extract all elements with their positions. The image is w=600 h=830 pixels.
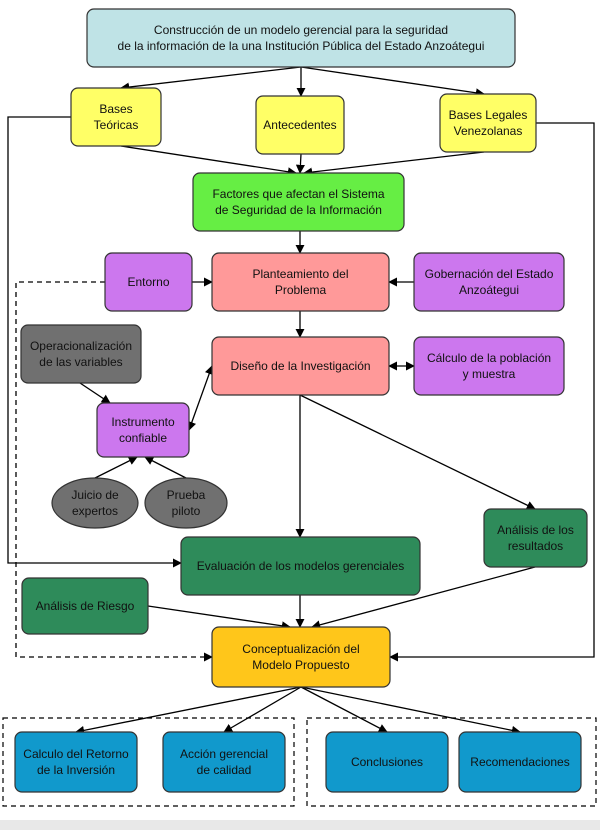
node-instrumento: Instrumento confiable — [96, 402, 190, 458]
title-label-2: de la información de la una Institución … — [118, 39, 485, 53]
calculo-retorno-label-2: de la Inversión — [37, 763, 115, 777]
edge-analisis-riesgo-conceptualizacion — [147, 605, 291, 631]
bases-legales-label-1: Bases Legales — [449, 108, 528, 122]
edge-bases-legales-factores — [303, 151, 485, 177]
gobernacion-label-2: Anzoátegui — [459, 283, 519, 297]
node-analisis-resultados: Análisis de los resultados — [483, 508, 588, 568]
edge-bases-teoricas-factores — [120, 145, 297, 177]
edge-prueba-instrumento — [144, 456, 187, 479]
edge-antecedentes-factores — [295, 153, 305, 174]
bottom-band — [0, 820, 600, 830]
edge-entorno-conceptualizacion — [15, 281, 213, 662]
prueba-label-1: Prueba — [167, 488, 206, 502]
factores-label-2: de Seguridad de la Información — [215, 203, 382, 217]
node-calculo-retorno: Calculo del Retorno de la Inversión — [14, 731, 138, 793]
calculo-poblacion-label-1: Cálculo de la población — [427, 351, 551, 365]
node-accion: Acción gerencial de calidad — [162, 731, 286, 793]
title-label-1: Construcción de un modelo gerencial para… — [154, 23, 448, 37]
recomendaciones-label-1: Recomendaciones — [470, 755, 569, 769]
edge-diseno-instrumento — [187, 365, 214, 431]
analisis-resultados-label-2: resultados — [508, 539, 563, 553]
conceptualizacion-label-2: Modelo Propuesto — [252, 658, 350, 672]
edge-conceptualizacion-conclusiones — [300, 686, 388, 733]
calculo-retorno-label-1: Calculo del Retorno — [23, 747, 129, 761]
node-antecedentes: Antecedentes — [255, 95, 345, 155]
edge-conceptualizacion-retorno — [75, 686, 302, 735]
node-factores: Factores que afectan el Sistema de Seguri… — [192, 172, 405, 232]
node-diseno: Diseño de la Investigación — [211, 336, 390, 396]
evaluacion-label-1: Evaluación de los modelos gerenciales — [197, 559, 404, 573]
juicio-label-2: expertos — [72, 504, 118, 518]
bases-teoricas-label-1: Bases — [99, 102, 132, 116]
accion-label-1: Acción gerencial — [180, 747, 268, 761]
factores-label-1: Factores que afectan el Sistema — [212, 187, 384, 201]
conceptualizacion-label-1: Conceptualización del — [242, 642, 359, 656]
edge-conceptualizacion-recomendaciones — [300, 686, 521, 735]
edge-title-bases-teoricas — [120, 66, 302, 92]
edge-bases-legales-conceptualizacion — [389, 122, 595, 662]
node-prueba: Prueba piloto — [144, 477, 228, 529]
operacionalizacion-label-2: de las variables — [39, 355, 122, 369]
entorno-label-1: Entorno — [127, 275, 169, 289]
node-calculo-poblacion: Cálculo de la población y muestra — [413, 336, 565, 396]
node-conclusiones: Conclusiones — [325, 731, 449, 793]
connectors — [2, 66, 597, 807]
edge-bases-teoricas-evaluacion — [7, 116, 182, 568]
operacionalizacion-label-1: Operacionalización — [30, 339, 132, 353]
edge-diseno-analisis-resultados — [299, 394, 536, 510]
node-operacionalizacion: Operacionalización de las variables — [20, 324, 142, 384]
calculo-poblacion-label-2: y muestra — [463, 367, 516, 381]
edge-juicio-instrumento — [94, 456, 138, 479]
analisis-riesgo-label-1: Análisis de Riesgo — [36, 599, 135, 613]
edge-operacionalizacion-instrumento — [79, 382, 111, 404]
bases-legales-label-2: Venezolanas — [454, 124, 523, 138]
node-title: Construcción de un modelo gerencial para… — [86, 8, 516, 68]
instrumento-label-2: confiable — [119, 431, 167, 445]
node-analisis-riesgo: Análisis de Riesgo — [21, 577, 149, 635]
bases-teoricas-label-2: Teóricas — [94, 118, 139, 132]
gobernacion-label-1: Gobernación del Estado — [425, 267, 554, 281]
edge-analisis-resultados-conceptualizacion — [311, 566, 536, 630]
output-group-right — [306, 717, 597, 807]
node-entorno: Entorno — [104, 252, 193, 312]
prueba-label-2: piloto — [172, 504, 201, 518]
node-evaluacion: Evaluación de los modelos gerenciales — [180, 536, 421, 596]
node-recomendaciones: Recomendaciones — [458, 731, 582, 793]
accion-label-2: de calidad — [197, 763, 252, 777]
output-group-left — [2, 717, 295, 807]
conclusiones-label-1: Conclusiones — [351, 755, 423, 769]
analisis-resultados-label-1: Análisis de los — [497, 523, 574, 537]
edge-conceptualizacion-accion — [223, 686, 302, 733]
juicio-label-1: Juicio de — [71, 488, 119, 502]
planteamiento-label-2: Problema — [275, 283, 327, 297]
instrumento-label-1: Instrumento — [111, 415, 175, 429]
nodes: Construcción de un modelo gerencial para… — [14, 8, 588, 793]
diseno-label-1: Diseño de la Investigación — [230, 359, 370, 373]
node-juicio: Juicio de expertos — [51, 477, 139, 529]
planteamiento-label-1: Planteamiento del — [252, 267, 348, 281]
antecedentes-label-1: Antecedentes — [263, 118, 336, 132]
edge-title-bases-legales — [300, 66, 485, 98]
